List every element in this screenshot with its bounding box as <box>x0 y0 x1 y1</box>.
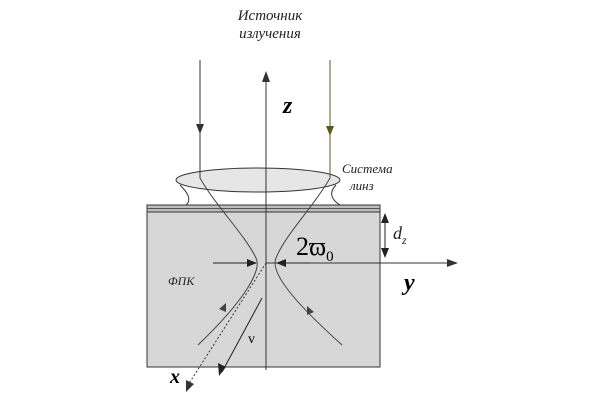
beam-left-branch <box>197 177 258 346</box>
velocity-arrow <box>221 297 263 373</box>
y-axis-label: y <box>401 270 415 296</box>
x-axis <box>187 262 267 386</box>
z-axis-arrow <box>262 71 270 82</box>
velocity-arrow-head <box>218 363 226 376</box>
beam-right-branch <box>274 177 343 346</box>
lens-label-line2: линз <box>349 178 374 193</box>
x-axis-label: x <box>169 366 180 388</box>
depth-arrow-bottom <box>381 248 389 258</box>
velocity-label: v <box>248 332 255 347</box>
lens-holder-left <box>179 184 190 206</box>
beam-left-arrow <box>219 303 226 312</box>
beam-right-arrow <box>307 306 314 315</box>
crystal-block <box>146 211 381 368</box>
depth-arrow-top <box>381 213 389 223</box>
waist-label: 2ϖ0 <box>296 232 334 265</box>
source-label-line2: излучения <box>239 26 301 42</box>
depth-label: dz <box>393 223 407 247</box>
source-label-line1: Источник <box>237 8 304 24</box>
lens <box>175 167 341 193</box>
lens-label-line1: Система <box>342 161 393 176</box>
waist-arrow-left-head <box>247 259 257 267</box>
ray-right-arrow <box>326 126 334 136</box>
y-axis-arrow <box>447 259 458 267</box>
crystal-label: ФПК <box>168 274 195 288</box>
x-axis-arrow <box>186 380 194 392</box>
lens-holder-right <box>331 184 341 206</box>
waist-arrow-right-head <box>276 259 286 267</box>
z-axis-label: z <box>282 93 293 119</box>
ray-left-arrow <box>196 124 204 134</box>
